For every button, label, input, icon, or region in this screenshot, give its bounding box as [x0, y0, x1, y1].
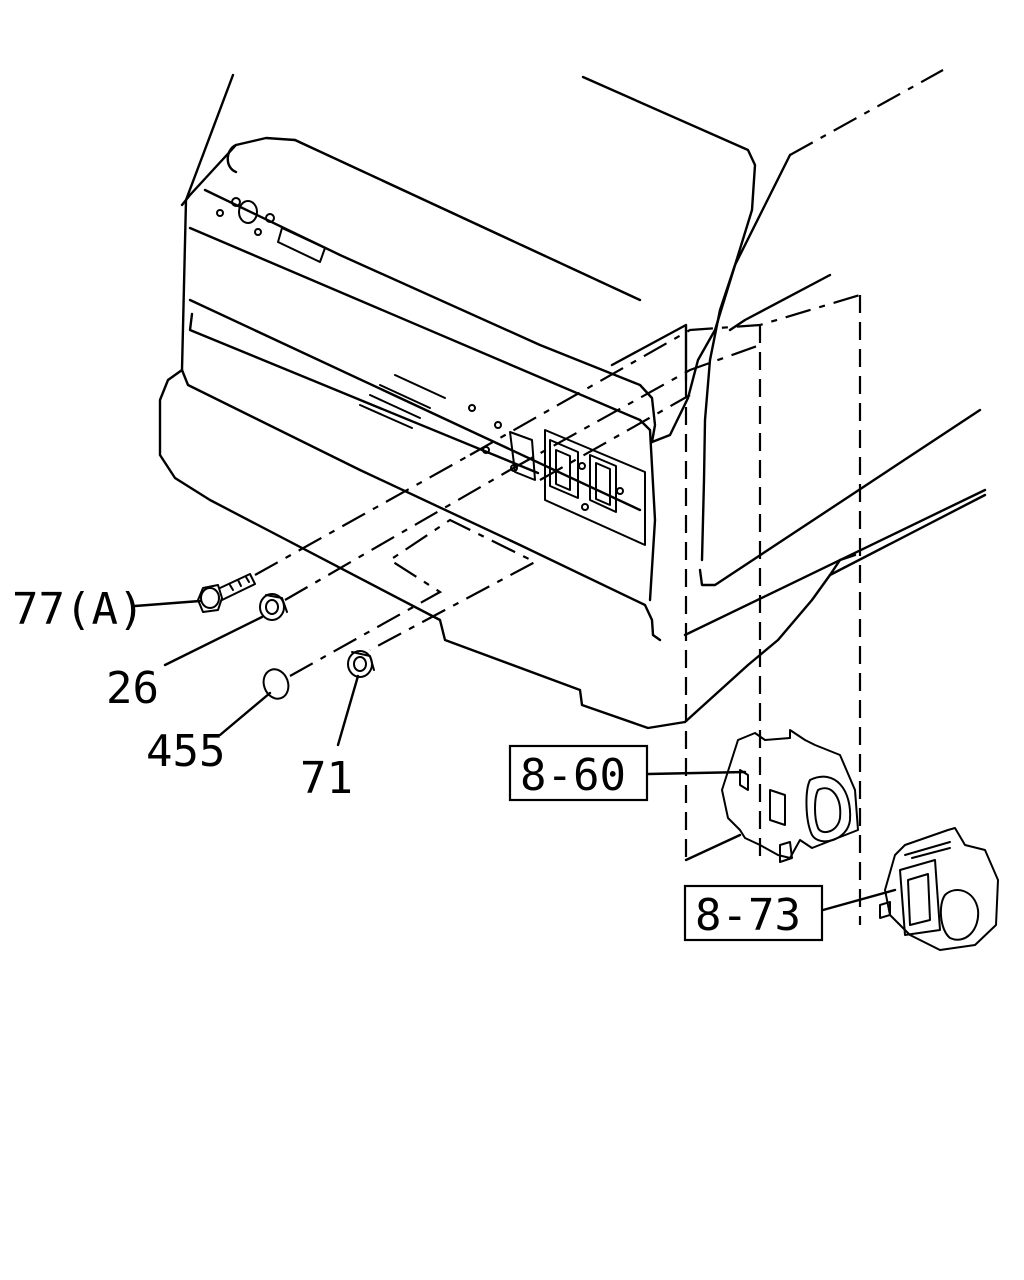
callout-box: [683, 884, 824, 942]
front-grille: [216, 197, 646, 546]
cab-body: [158, 69, 987, 730]
callout-label: 8-73: [695, 890, 801, 941]
callout-455: 455: [146, 726, 225, 777]
nut-71: [347, 650, 375, 678]
assembly-lines: [254, 293, 862, 925]
callout-label: 71: [300, 753, 353, 804]
callout-label: 8-60: [520, 750, 626, 801]
callout-label: 77(A): [12, 584, 144, 635]
heater-unit-8-60: [721, 729, 859, 863]
callout-box: [508, 744, 649, 802]
leader-lines: [133, 599, 897, 912]
nut-26: [259, 593, 288, 621]
callout-26: 26: [106, 663, 159, 714]
callout-71: 71: [300, 753, 353, 804]
grommet-455: [262, 668, 290, 700]
callout-8-60: 8-60: [508, 744, 649, 802]
callout-label: 455: [146, 726, 225, 777]
callout-label: 26: [106, 663, 159, 714]
bolt-77a: [197, 573, 256, 613]
blower-unit-8-73: [879, 827, 999, 951]
callout-8-73: 8-73: [683, 884, 824, 942]
callout-77a: 77(A): [12, 584, 144, 635]
